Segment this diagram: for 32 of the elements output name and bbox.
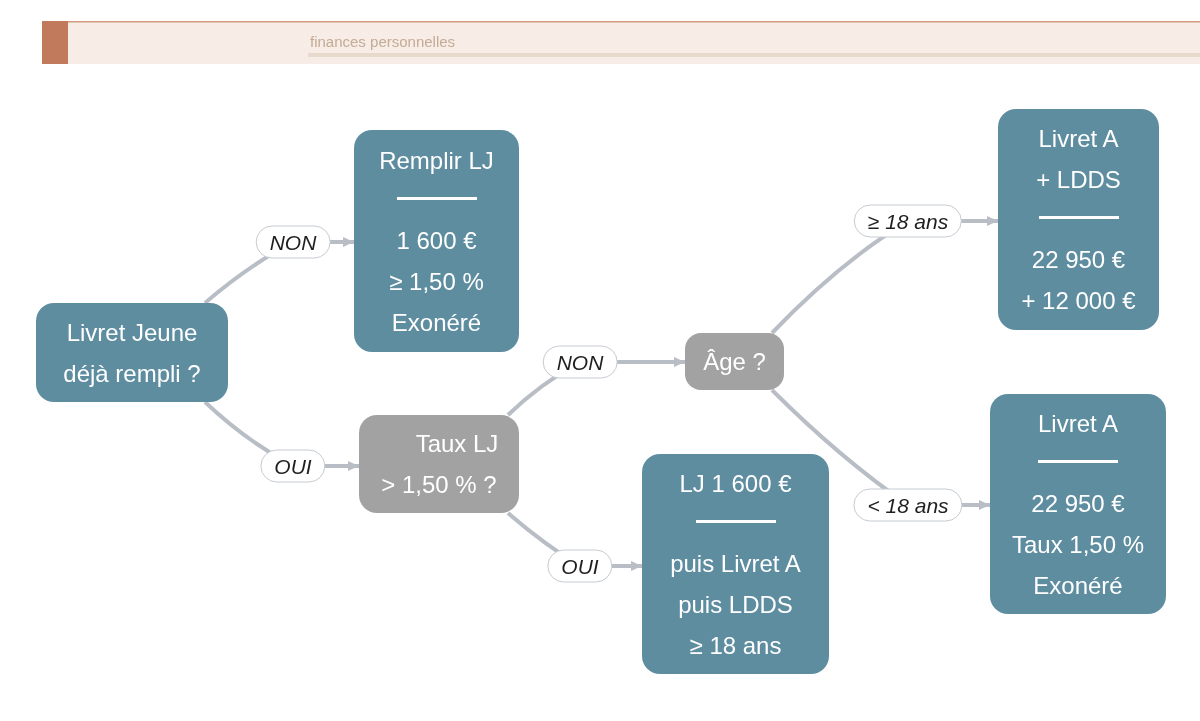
node-text: ≥ 1,50 %	[389, 266, 484, 297]
decision-box	[36, 303, 228, 402]
edge-label: NON	[255, 225, 331, 259]
node-title: Livret A + LDDS	[1035, 124, 1122, 195]
node-text: Taux LJ > 1,50 % ?	[380, 429, 500, 500]
tagline: finances personnelles	[310, 33, 456, 50]
result-box	[354, 130, 519, 352]
node-text: Âge ?	[703, 347, 766, 377]
result-box	[642, 454, 829, 674]
edge-label: NON	[542, 345, 618, 379]
node-text: puis LDDS	[678, 589, 793, 620]
edge-label: OUI	[260, 449, 326, 483]
edge-label: OUI	[547, 549, 613, 583]
node-text: ≥ 18 ans	[689, 630, 782, 661]
node-text: Livret Jeune déjà rempli ?	[62, 317, 202, 389]
edge-label: ≥ 18 ans	[853, 204, 963, 238]
node-text: + 12 000 €	[1021, 286, 1136, 316]
node-text: Taux 1,50 %	[1011, 529, 1145, 560]
node-text: Exonéré	[1033, 570, 1123, 601]
result-box	[990, 394, 1166, 614]
node-text: 22 950 €	[1031, 245, 1126, 275]
decision-box	[359, 415, 519, 513]
edge-label: < 18 ans	[853, 488, 963, 522]
node-text: puis Livret A	[670, 548, 801, 579]
node-text: 22 950 €	[1031, 488, 1125, 519]
node-title: Remplir LJ	[379, 145, 494, 176]
decision-box	[685, 333, 784, 390]
node-title: LJ 1 600 €	[679, 468, 792, 499]
result-box	[998, 109, 1159, 330]
node-title: Livret A	[1037, 408, 1118, 439]
node-text: 1 600 €	[396, 225, 477, 256]
node-text: Exonéré	[391, 307, 482, 338]
